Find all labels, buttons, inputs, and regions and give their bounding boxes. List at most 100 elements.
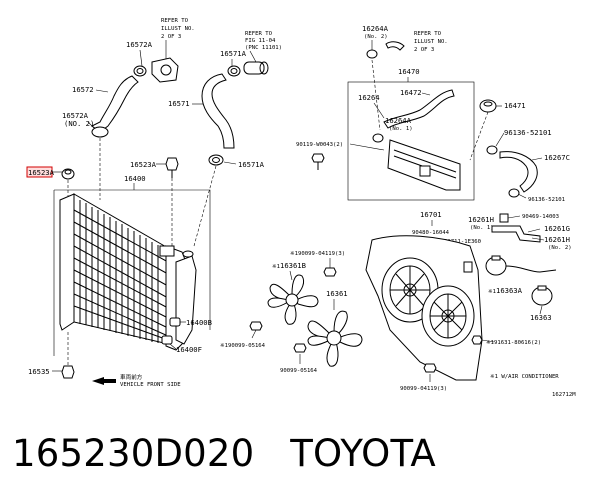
fan-16361B [267,274,319,325]
label-16361B: 16361B [280,261,306,270]
vehicle-front-en: VEHICLE FRONT SIDE [120,382,181,388]
label-16471: 16471 [504,101,526,110]
label-16363: 16363 [530,313,552,322]
label-16571A-top: 16571A [220,49,247,58]
refer-fig-note-line3: (PNC 11101) [245,45,282,51]
label-16535: 16535 [28,367,50,376]
clamp-16572A-mid [91,126,109,138]
hose-16267C [499,151,538,193]
hose-16261H [491,225,541,243]
label-16261H-2-line2: (No. 2) [548,245,572,251]
label-16572A-mid-line2: (NO. 2) [64,119,94,128]
reservoir-frame [347,81,475,201]
water-outlet [151,57,179,83]
bolt-90099-bottom [423,363,437,373]
clamp-16264A-mid [372,133,384,143]
motor-16363 [531,285,553,306]
label-16572A-top: 16572A [126,40,153,49]
refer-illust-note-1-line3: 2 OF 3 [161,34,181,40]
vehicle-front-arrow [92,377,116,385]
note-air-conditioner: ※1 W/AIR CONDITIONER [490,373,559,380]
star-16361B: ※1 [272,263,280,270]
label-16400F: 16400F [176,345,202,354]
label-90119: 90119-W0043(2) [296,142,343,148]
cushion-16400F [161,335,173,345]
refer-illust-note-1-line2: ILLUST NO. [161,26,195,32]
label-16523A-highlight: 16523A [28,168,55,177]
cushion-16400B [169,317,181,327]
radiator-16400 [59,193,197,351]
label-96136-2: 96136-52101 [528,197,565,203]
star-91631: ※1 [486,339,494,346]
drain-cock-16523A [61,168,75,180]
label-16400B: 16400B [186,318,212,327]
inlet-pipe [243,61,269,75]
radiator-parts-diagram: REFER TO ILLUST NO. 2 OF 3 REFER TO FIG … [26,18,576,398]
label-90099-04119-bottom: 90099-04119(3) [400,386,447,392]
label-16261H-2-line1: 16261H [544,235,570,244]
bolt-90119 [311,153,325,170]
motor-16363A [485,255,557,276]
refer-illust-note-2-line3: 2 OF 3 [414,47,434,53]
cap-16523A [165,157,179,178]
vehicle-front-jp: 車両前方 [120,373,143,381]
reservoir-cap-16471 [479,99,497,113]
clamp-96136-2 [508,188,520,198]
label-16261H-1-line1: 16261H [468,215,494,224]
drain-plug-16535 [61,365,75,379]
reservoir-tank-16470 [387,139,461,191]
label-16267C: 16267C [544,153,570,162]
label-91631: 91631-80616(2) [494,340,541,346]
hose-16472 [383,89,455,129]
label-16400: 16400 [124,174,146,183]
bolt-90099-top [323,267,337,277]
label-16571A-mid: 16571A [238,160,265,169]
label-16264A-mid-line2: (No. 1) [389,126,413,132]
label-16572: 16572 [72,85,94,94]
label-16523A-main: 16523A [130,160,157,169]
label-90099-05164-a: 90099-05164 [228,343,266,349]
refer-fig-note-line1: REFER TO [245,31,273,37]
bolt-91631 [471,335,483,345]
fan-shroud-16711 [365,235,483,381]
refer-illust-note-2-line1: REFER TO [414,31,442,37]
clamp-16571A-mid [208,154,224,166]
label-90099-05164-b: 90099-05164 [280,368,318,374]
label-16261H-1-line2: (No. 1) [470,225,494,231]
fan-16361 [307,310,363,367]
clip-90469 [499,213,509,223]
clamp-16264A-top [366,49,378,59]
label-16470: 16470 [398,67,420,76]
label-16264A-mid-line1: 16264A [385,116,412,125]
diagram-id: 162712M [552,392,576,398]
label-90480: 90480-16044 [412,230,450,236]
nut-90099-05164-b [293,343,307,353]
hose-16572 [91,75,139,133]
label-90099-04119-top: 90099-04119(3) [298,251,345,257]
label-90469: 90469-14003 [522,214,559,220]
nut-90099-05164-a [249,321,263,331]
label-16264A-top-line2: (No. 2) [364,34,388,40]
label-82711: 82711-1E360 [444,239,481,245]
label-16363A: 16363A [496,286,523,295]
star-top: ※1 [290,250,298,257]
label-16701: 16701 [420,210,442,219]
label-16264: 16264 [358,93,380,102]
part-number-caption: 165230D020 TOYOTA [12,432,436,475]
clamp-96136-1 [486,145,498,155]
refer-illust-note-2-line2: ILLUST NO. [414,39,448,45]
label-16472: 16472 [400,88,422,97]
label-16571: 16571 [168,99,190,108]
clamp-16571A-top [227,65,241,77]
label-16361: 16361 [326,289,348,298]
label-96136-1: 96136-52101 [504,128,552,137]
label-16572A-mid-line1: 16572A [62,111,89,120]
star-05164: ※1 [220,342,228,349]
label-16261G: 16261G [544,224,570,233]
refer-fig-note-line2: FIG 11-04 [245,38,276,44]
refer-illust-note-1-line1: REFER TO [161,18,189,24]
hose-top-reservoir [385,41,405,51]
clamp-16572A-top [133,65,147,77]
hose-16571 [201,73,235,149]
star-16363A: ※1 [488,288,496,295]
